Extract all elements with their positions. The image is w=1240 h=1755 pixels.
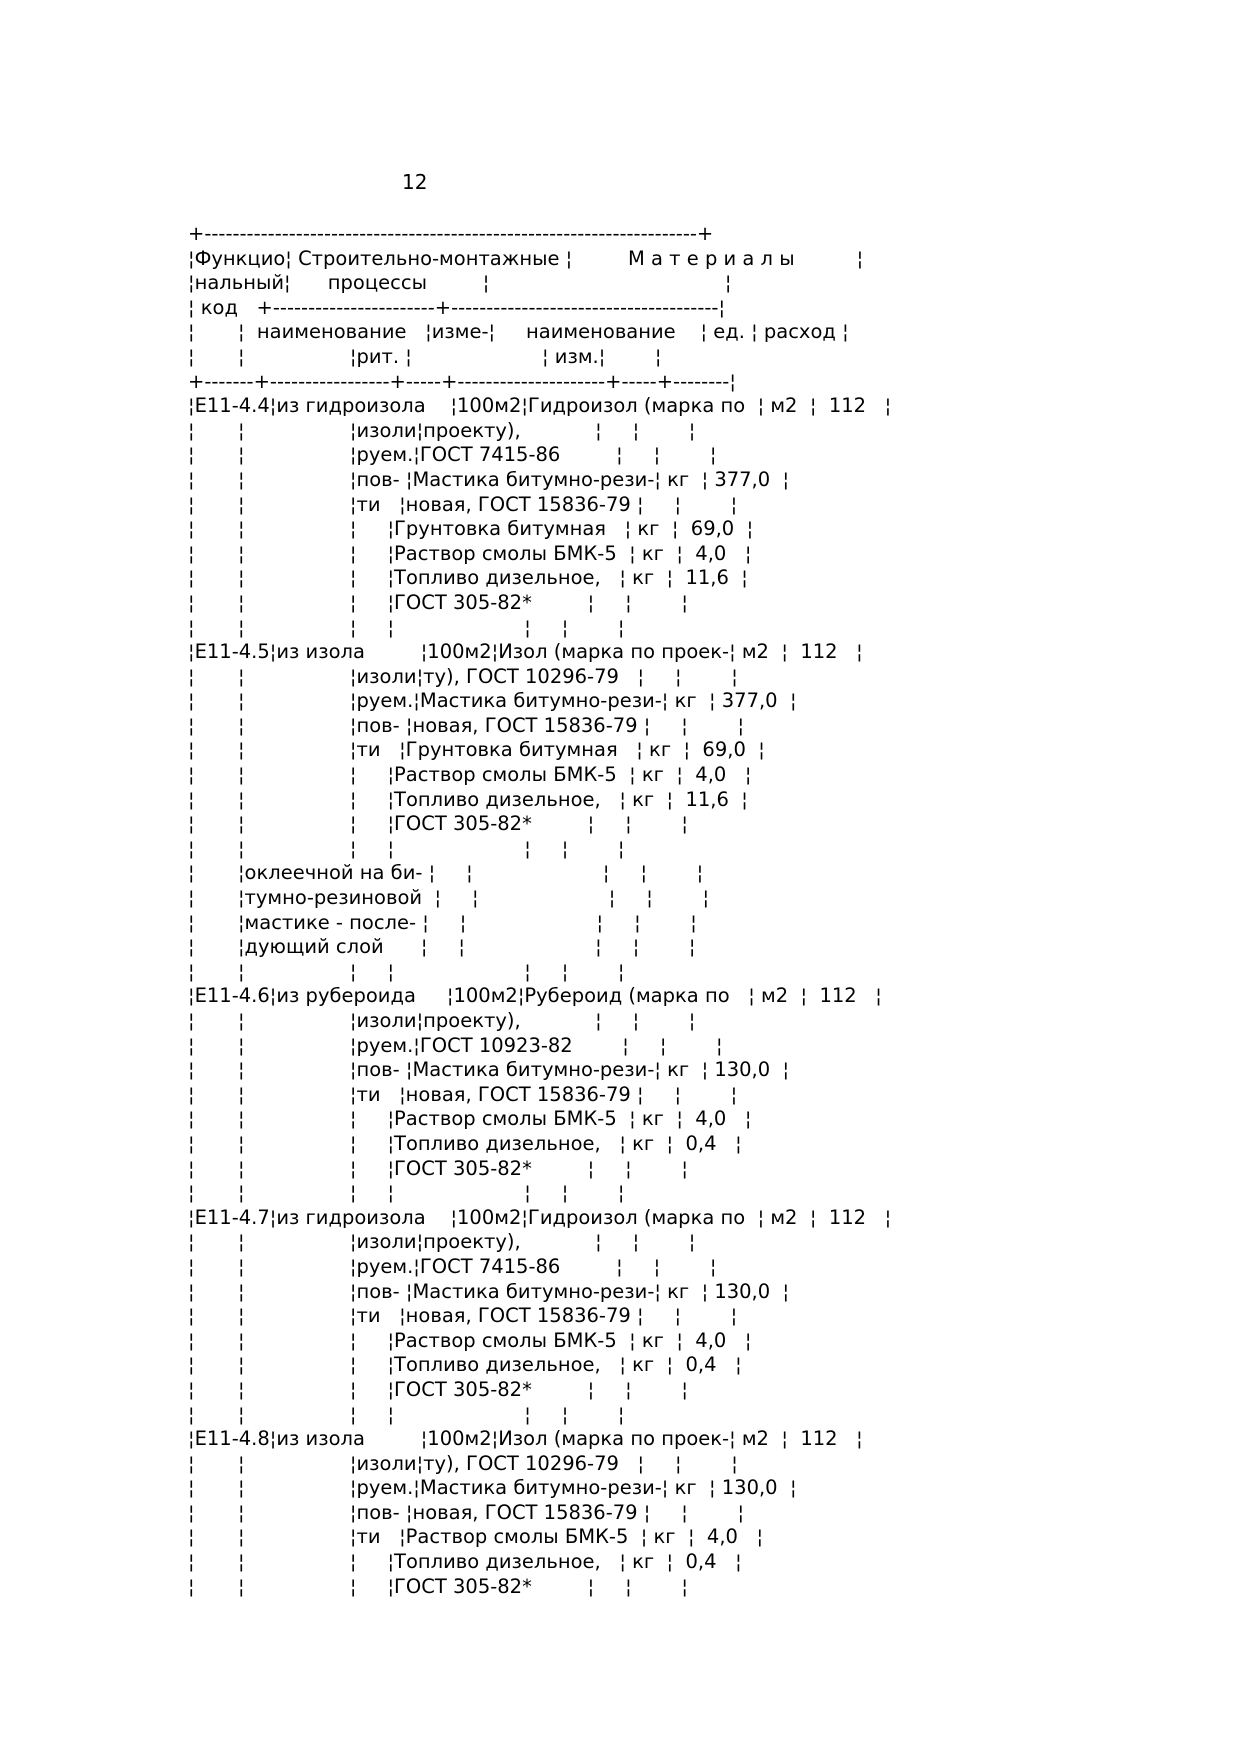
text-line: ¦Е11-4.7¦из гидроизола ¦100м2¦Гидроизол … — [188, 1205, 892, 1229]
text-line: ¦ ¦мастике - после- ¦ ¦ ¦ ¦ ¦ — [188, 910, 697, 934]
text-line: ¦Функцио¦ Строительно-монтажные ¦ М а т … — [188, 246, 864, 270]
text-line: ¦ ¦ ¦изоли¦проекту), ¦ ¦ ¦ — [188, 418, 696, 442]
materials-table-text: +---------------------------------------… — [188, 222, 891, 1599]
text-line: +-------+-----------------+-----+-------… — [188, 369, 736, 393]
text-line: ¦ ¦ наименование ¦изме-¦ наименование ¦ … — [188, 320, 849, 344]
text-line: ¦ ¦ ¦руем.¦ГОСТ 10923-82 ¦ ¦ ¦ — [188, 1033, 723, 1057]
text-line: ¦ ¦оклеечной на би- ¦ ¦ ¦ ¦ ¦ — [188, 861, 704, 885]
text-line: ¦Е11-4.5¦из изола ¦100м2¦Изол (марка по … — [188, 640, 863, 664]
text-line: ¦ ¦ ¦ ¦Топливо дизельное, ¦ кг ¦ 11,6 ¦ — [188, 566, 748, 590]
text-line: ¦Е11-4.6¦из рубероида ¦100м2¦Рубероид (м… — [188, 984, 882, 1008]
text-line: ¦ ¦ ¦изоли¦ту), ГОСТ 10296-79 ¦ ¦ ¦ — [188, 664, 738, 688]
text-line: ¦ ¦дующий слой ¦ ¦ ¦ ¦ ¦ — [188, 935, 696, 959]
text-line: ¦ ¦ ¦ ¦ГОСТ 305-82* ¦ ¦ ¦ — [188, 812, 688, 836]
text-line: ¦ ¦ ¦ ¦ГОСТ 305-82* ¦ ¦ ¦ — [188, 1574, 688, 1598]
page-number: 12 — [402, 170, 428, 194]
text-line: ¦ ¦ ¦ ¦Раствор смолы БМК-5 ¦ кг ¦ 4,0 ¦ — [188, 763, 752, 787]
text-line: ¦ ¦ ¦ти ¦Грунтовка битумная ¦ кг ¦ 69,0 … — [188, 738, 765, 762]
text-line: ¦ ¦ ¦ ¦ ¦ ¦ ¦ — [188, 1181, 625, 1205]
text-line: ¦ ¦ ¦пов- ¦новая, ГОСТ 15836-79 ¦ ¦ ¦ — [188, 713, 745, 737]
text-line: ¦нальный¦ процессы ¦ ¦ — [188, 271, 732, 295]
text-line: ¦ ¦ ¦ ¦Грунтовка битумная ¦ кг ¦ 69,0 ¦ — [188, 517, 754, 541]
text-line: ¦ ¦ ¦ ¦Раствор смолы БМК-5 ¦ кг ¦ 4,0 ¦ — [188, 541, 752, 565]
text-line: ¦ ¦ ¦изоли¦ту), ГОСТ 10296-79 ¦ ¦ ¦ — [188, 1451, 738, 1475]
text-line: ¦ ¦ ¦руем.¦Мастика битумно-рези-¦ кг ¦ 1… — [188, 1476, 797, 1500]
text-line: ¦ ¦ ¦ ¦Топливо дизельное, ¦ кг ¦ 0,4 ¦ — [188, 1353, 742, 1377]
text-line: ¦ ¦ ¦ ¦ГОСТ 305-82* ¦ ¦ ¦ — [188, 1156, 688, 1180]
text-line: ¦ ¦ ¦пов- ¦новая, ГОСТ 15836-79 ¦ ¦ ¦ — [188, 1500, 745, 1524]
text-line: ¦Е11-4.8¦из изола ¦100м2¦Изол (марка по … — [188, 1427, 863, 1451]
text-line: ¦ ¦ ¦руем.¦ГОСТ 7415-86 ¦ ¦ ¦ — [188, 443, 717, 467]
text-line: ¦ ¦ ¦изоли¦проекту), ¦ ¦ ¦ — [188, 1230, 696, 1254]
text-line: ¦Е11-4.4¦из гидроизола ¦100м2¦Гидроизол … — [188, 394, 892, 418]
text-line: ¦ ¦ ¦ти ¦новая, ГОСТ 15836-79 ¦ ¦ ¦ — [188, 492, 738, 516]
text-line: ¦ ¦ ¦пов- ¦Мастика битумно-рези-¦ кг ¦ 3… — [188, 467, 790, 491]
text-line: ¦ ¦ ¦ ¦ГОСТ 305-82* ¦ ¦ ¦ — [188, 590, 688, 614]
text-line: ¦ ¦ ¦ ¦Топливо дизельное, ¦ кг ¦ 0,4 ¦ — [188, 1131, 742, 1155]
text-line: ¦ ¦ ¦руем.¦ГОСТ 7415-86 ¦ ¦ ¦ — [188, 1254, 717, 1278]
text-line: ¦ ¦ ¦рит. ¦ ¦ изм.¦ ¦ — [188, 344, 662, 368]
text-line: ¦ ¦ ¦ ¦ ¦ ¦ ¦ — [188, 836, 625, 860]
text-line: ¦ ¦ ¦ти ¦новая, ГОСТ 15836-79 ¦ ¦ ¦ — [188, 1082, 738, 1106]
text-line: ¦ ¦ ¦ ¦Раствор смолы БМК-5 ¦ кг ¦ 4,0 ¦ — [188, 1328, 752, 1352]
text-line: ¦ ¦ ¦ ¦Раствор смолы БМК-5 ¦ кг ¦ 4,0 ¦ — [188, 1107, 752, 1131]
text-line: ¦ ¦ ¦пов- ¦Мастика битумно-рези-¦ кг ¦ 1… — [188, 1279, 790, 1303]
text-line: ¦ код +-----------------------+---------… — [188, 295, 726, 319]
text-line: ¦ ¦ ¦ти ¦новая, ГОСТ 15836-79 ¦ ¦ ¦ — [188, 1304, 738, 1328]
text-line: ¦ ¦ ¦ ¦ГОСТ 305-82* ¦ ¦ ¦ — [188, 1377, 688, 1401]
text-line: ¦ ¦ ¦изоли¦проекту), ¦ ¦ ¦ — [188, 1009, 696, 1032]
text-line: +---------------------------------------… — [188, 222, 714, 245]
text-line: ¦ ¦ ¦ ¦ ¦ ¦ ¦ — [188, 615, 625, 639]
text-line: ¦ ¦ ¦ти ¦Раствор смолы БМК-5 ¦ кг ¦ 4,0 … — [188, 1525, 764, 1549]
text-line: ¦ ¦ ¦руем.¦Мастика битумно-рези-¦ кг ¦ 3… — [188, 689, 797, 713]
text-line: ¦ ¦ ¦ ¦ ¦ ¦ ¦ — [188, 959, 625, 983]
text-line: ¦ ¦ ¦ ¦Топливо дизельное, ¦ кг ¦ 0,4 ¦ — [188, 1550, 742, 1574]
text-line: ¦ ¦тумно-резиновой ¦ ¦ ¦ ¦ ¦ — [188, 886, 710, 910]
text-line: ¦ ¦ ¦ ¦ ¦ ¦ ¦ — [188, 1402, 625, 1426]
text-line: ¦ ¦ ¦ ¦Топливо дизельное, ¦ кг ¦ 11,6 ¦ — [188, 787, 748, 811]
text-line: ¦ ¦ ¦пов- ¦Мастика битумно-рези-¦ кг ¦ 1… — [188, 1058, 790, 1082]
